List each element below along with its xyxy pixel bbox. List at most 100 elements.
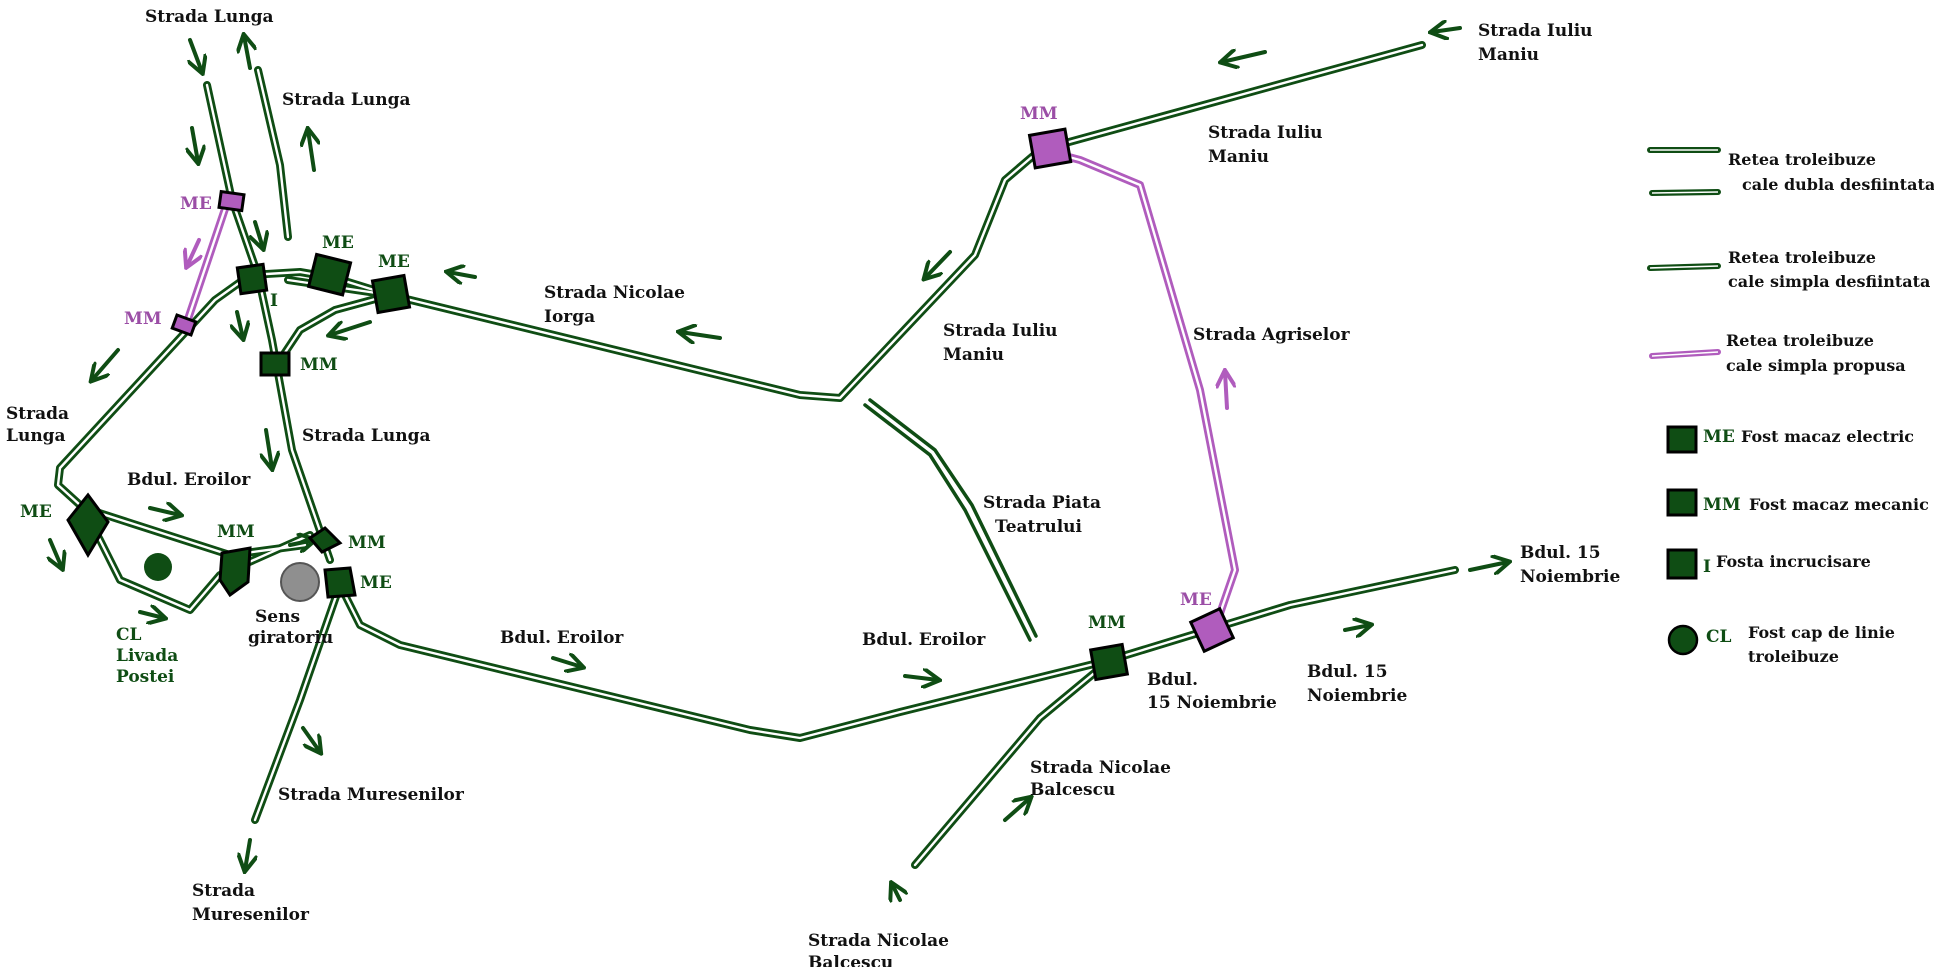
arrow-icon (301, 726, 320, 752)
svg-text:Fost macaz mecanic: Fost macaz mecanic (1749, 495, 1929, 514)
node-me (306, 252, 353, 297)
svg-text:CL: CL (1706, 627, 1732, 647)
legend-crossing: I Fosta incrucisare (1666, 548, 1871, 580)
route-piata-teatrului (863, 403, 1032, 642)
node-label: MM (348, 533, 386, 553)
node-label: MM (124, 309, 162, 329)
arrow-icon (551, 658, 582, 667)
node-label: ME (322, 233, 354, 253)
arrow-icon (1003, 798, 1030, 822)
node-me (66, 492, 110, 558)
arrow-icon (92, 348, 120, 380)
node-mm-purple (1027, 127, 1073, 170)
arrow-icon (1468, 562, 1508, 570)
arrow-icon (1222, 52, 1267, 62)
direction-arrows (50, 28, 1508, 900)
node-label: MM (1020, 104, 1058, 124)
node-mm (218, 546, 252, 598)
node-label: MM (217, 522, 255, 542)
arrow-icon (237, 310, 243, 338)
node-label: MM (1088, 613, 1126, 633)
trolleybus-routes (54, 41, 1459, 869)
node-label: ME (180, 194, 212, 214)
arrow-icon (245, 838, 250, 870)
street-label: Bdul. Eroilor (500, 628, 624, 648)
arrow-icon (255, 220, 263, 248)
node-me (323, 566, 357, 599)
legend-electric-switch: ME Fost macaz electric (1666, 425, 1914, 454)
street-label: Strada Lunga (145, 7, 274, 27)
arrow-icon-proposed (187, 238, 199, 266)
arrow-icon (288, 540, 314, 545)
node-label: ME (1180, 590, 1212, 610)
node-label: I (270, 291, 278, 311)
arrow-icon (903, 676, 938, 680)
arrow-icon (680, 332, 722, 338)
route-lunga-mm-link (276, 291, 394, 364)
arrow-icon (244, 36, 250, 70)
node-label: ME (20, 502, 52, 522)
node-mm (259, 351, 291, 377)
route-eroilor (336, 581, 1114, 742)
street-label: Bdul. Eroilor (862, 630, 986, 650)
arrow-icon (308, 130, 314, 172)
route-15-noiembrie (1106, 566, 1459, 664)
node-i (235, 262, 269, 296)
arrow-icon (148, 508, 180, 515)
node-me-purple (1188, 606, 1236, 654)
street-label: Strada Agriselor (1193, 325, 1351, 345)
node-label: MM (300, 355, 338, 375)
arrow-icon (190, 38, 202, 72)
street-label: Bdul.15 Noiembrie (1147, 670, 1277, 713)
junction-nodes (66, 127, 1236, 682)
street-label: Bdul. Eroilor (127, 470, 251, 490)
street-label: Strada Lunga (302, 426, 431, 446)
arrow-icon (1432, 28, 1462, 32)
node-mm (1088, 642, 1130, 682)
arrow-icon (330, 320, 372, 335)
street-label: Strada Muresenilor (278, 785, 465, 805)
arrow-icon (892, 884, 900, 900)
roundabout-icon (280, 562, 320, 602)
node-label: ME (360, 573, 392, 593)
arrow-icon (266, 428, 272, 468)
arrow-icon (448, 272, 477, 277)
arrow-icon (50, 538, 62, 568)
arrow-icon (192, 126, 198, 162)
street-label: Strada Lunga (282, 90, 411, 110)
svg-text:Fosta incrucisare: Fosta incrucisare (1716, 552, 1871, 571)
route-agriselor-proposed (1046, 148, 1239, 632)
node-mm-purple (170, 313, 198, 337)
svg-text:I: I (1703, 557, 1711, 577)
node-me (370, 273, 412, 315)
svg-text:Fost macaz electric: Fost macaz electric (1741, 427, 1914, 446)
node-label: ME (378, 252, 410, 272)
svg-text:MM: MM (1703, 495, 1741, 515)
cl-terminus-dot (144, 553, 172, 581)
arrow-icon (138, 612, 164, 618)
arrow-icon-proposed (1225, 372, 1227, 410)
